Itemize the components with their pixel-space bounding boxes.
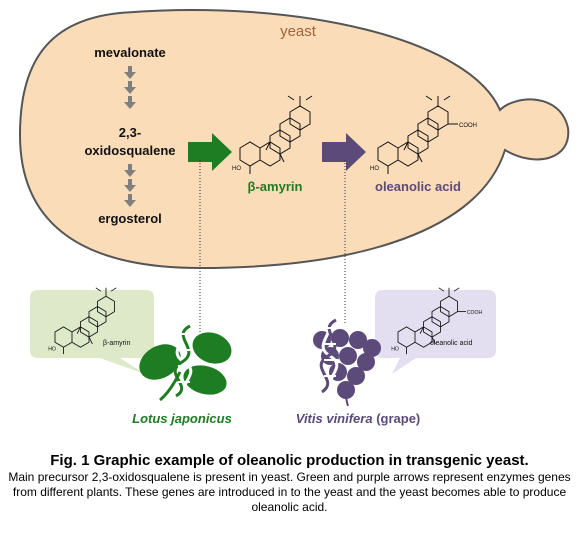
beta-amyrin-structure: HO bbox=[232, 95, 313, 175]
beta-amyrin-bubble: HO β-amyrin bbox=[30, 287, 154, 374]
svg-text:COOH: COOH bbox=[467, 310, 483, 316]
vitis-vinifera-label: Vitis vinifera (grape) bbox=[296, 411, 421, 426]
oxidosqualene-label-line2: oxidosqualene bbox=[84, 143, 175, 158]
grape-cluster-icon bbox=[313, 329, 381, 407]
oleanolic-acid-label: oleanolic acid bbox=[375, 179, 461, 194]
bubble-oleanolic-acid-label: oleanolic acid bbox=[430, 340, 473, 347]
pathway-diagram: yeast mevalonate 2,3- oxidosqualene ergo… bbox=[18, 8, 570, 426]
oleanolic-acid-bubble: COOH HO oleanolic acid bbox=[375, 287, 496, 374]
oxidosqualene-label-line1: 2,3- bbox=[119, 125, 141, 140]
svg-text:HO: HO bbox=[48, 347, 56, 353]
clover-leaf-icon bbox=[139, 332, 232, 402]
caption-title: Fig. 1 Graphic example of oleanolic prod… bbox=[50, 452, 529, 469]
mevalonate-label: mevalonate bbox=[94, 45, 166, 60]
caption-body: Main precursor 2,3-oxidosqualene is pres… bbox=[8, 470, 571, 514]
svg-text:HO: HO bbox=[370, 166, 379, 172]
yeast-label: yeast bbox=[280, 23, 317, 40]
bubble-beta-amyrin-label: β-amyrin bbox=[103, 340, 130, 347]
lotus-japonicus-label: Lotus japonicus bbox=[132, 411, 232, 426]
svg-text:COOH: COOH bbox=[459, 123, 477, 129]
svg-text:HO: HO bbox=[232, 166, 241, 172]
grey-arrow-chain-lower bbox=[124, 164, 136, 207]
ergosterol-label: ergosterol bbox=[98, 211, 162, 226]
green-arrow bbox=[188, 133, 232, 171]
figure-caption: Fig. 1 Graphic example of oleanolic prod… bbox=[8, 452, 571, 515]
purple-arrow bbox=[322, 133, 366, 171]
vitis-dna-helix-icon bbox=[319, 318, 339, 394]
oleanolic-acid-structure: COOH HO bbox=[370, 95, 477, 175]
grey-arrow-chain-upper bbox=[124, 66, 136, 109]
beta-amyrin-label: β-amyrin bbox=[248, 179, 303, 194]
svg-text:HO: HO bbox=[391, 347, 399, 353]
lotus-dna-helix-icon bbox=[173, 324, 193, 398]
